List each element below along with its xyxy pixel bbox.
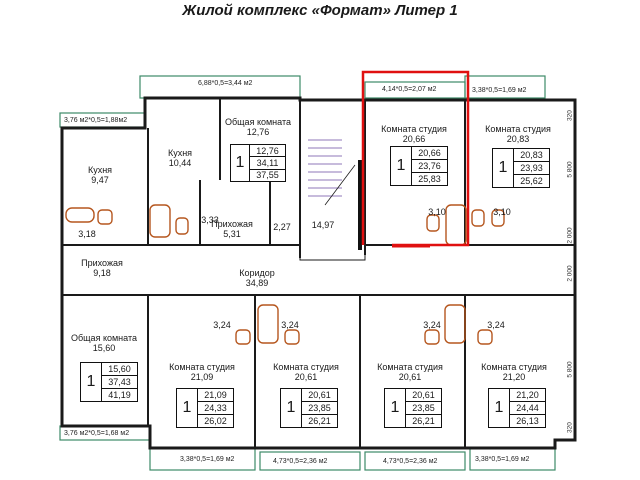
highlight-frame <box>361 70 470 247</box>
dimension-right-4: 2 000 <box>566 265 574 282</box>
balcony-bottom-2 <box>259 451 361 471</box>
balcony-bottom-3 <box>364 451 466 471</box>
plan-title: Жилой комплекс «Формат» Литер 1 <box>182 2 458 19</box>
stairwell <box>299 99 366 261</box>
balcony-label-top-left: 3,76 м2*0,5=1,88м2 <box>64 117 128 124</box>
balcony-label-bottom-left: 3,76 м2*0,5=1,68 м2 <box>64 430 130 437</box>
dimension-right-1: 320 <box>566 110 574 121</box>
room-bath-b2: 3,24 <box>281 320 299 330</box>
room-bath-left: 3,18 <box>78 229 96 239</box>
room-bath-studio-a: 3,10 <box>428 207 446 217</box>
balcony-top-studio-b <box>464 75 546 99</box>
balcony-label-top-studio-b: 3,38*0,5=1,69 м2 <box>472 87 527 94</box>
balcony-label-top-studio-a: 4,14*0,5=2,07 м2 <box>382 86 437 93</box>
room-bath-studio-b: 3,10 <box>493 207 511 217</box>
room-bath-b1: 3,24 <box>213 320 231 330</box>
dimension-right-6: 320 <box>566 422 574 433</box>
balconies <box>59 75 556 471</box>
balcony-label-bottom-2: 4,73*0,5=2,36 м2 <box>273 458 328 465</box>
room-stair: 14,97 <box>311 220 335 230</box>
outer-walls <box>60 96 577 450</box>
balcony-label-bottom-4: 3,38*0,5=1,69 м2 <box>475 456 530 463</box>
dimension-right-5: 5 800 <box>566 361 574 378</box>
balcony-label-bottom-3: 4,73*0,5=2,36 м2 <box>383 458 438 465</box>
dimension-right-2: 5 800 <box>566 161 574 178</box>
room-bath-mid: 3,33 <box>201 215 219 225</box>
balcony-label-top-center: 6,88*0,5=3,44 м2 <box>198 80 253 87</box>
room-bath-b4: 3,24 <box>487 320 505 330</box>
plumbing <box>65 204 505 345</box>
room-closet-mid: 2,27 <box>273 222 291 232</box>
room-bath-b3: 3,24 <box>423 320 441 330</box>
dimension-right-3: 2 000 <box>566 227 574 244</box>
balcony-label-bottom-1: 3,38*0,5=1,69 м2 <box>180 456 235 463</box>
